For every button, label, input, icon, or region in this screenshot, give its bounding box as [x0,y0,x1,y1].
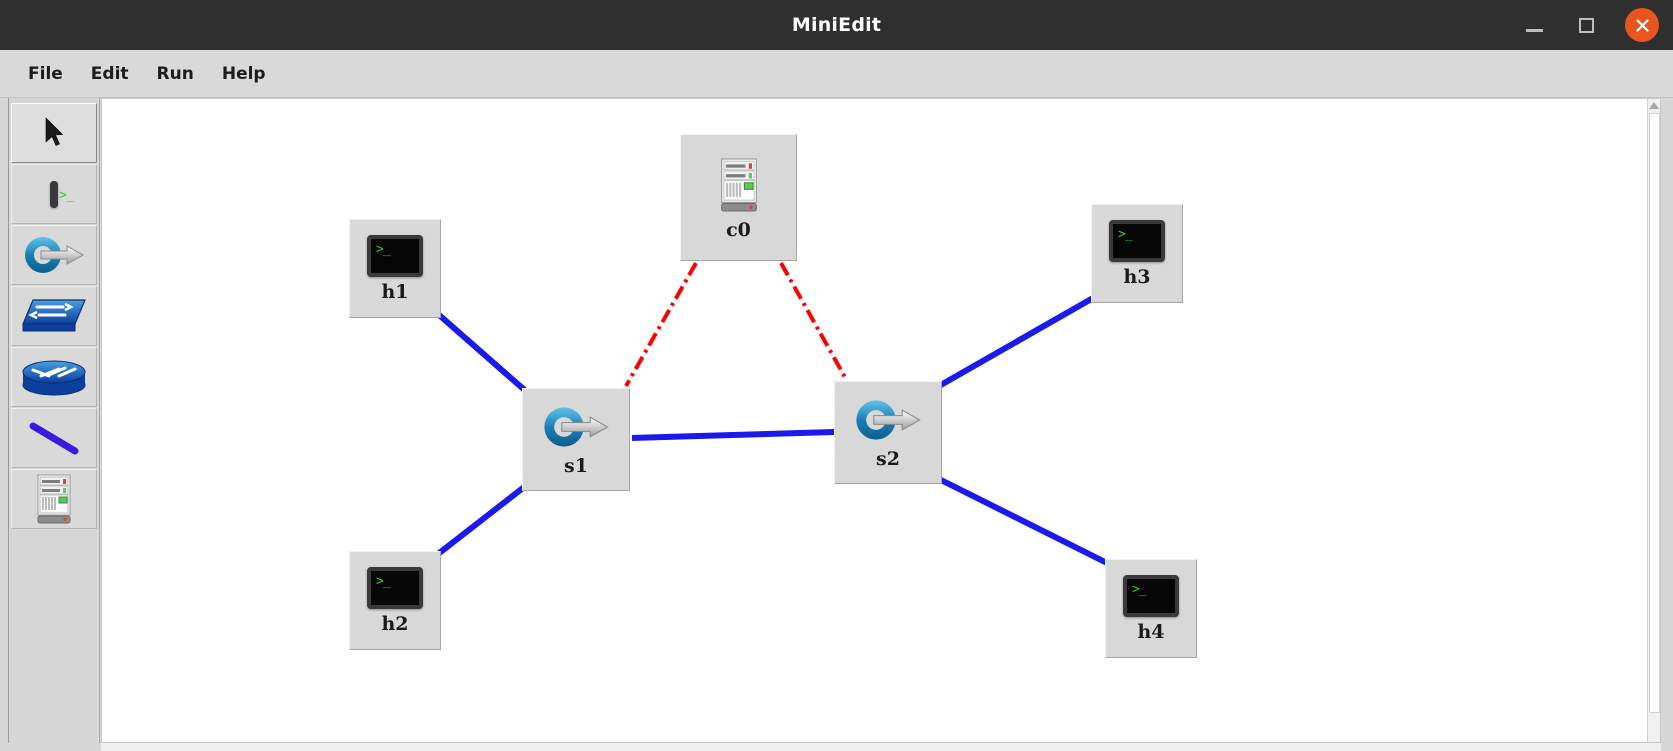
node-label-c0: c0 [726,218,751,241]
maximize-button[interactable] [1573,12,1599,38]
minimize-icon [1525,28,1543,32]
menu-edit[interactable]: Edit [90,63,129,84]
scroll-thumb[interactable] [1649,113,1660,713]
host-terminal-icon [367,566,423,609]
host-terminal-icon [367,234,423,277]
tool-palette [8,98,100,743]
tool-legacy-switch[interactable] [11,286,97,346]
scroll-up-arrow-icon[interactable] [1649,102,1659,109]
openflow-switch-icon [852,396,924,444]
menu-bar: File Edit Run Help [0,50,1673,98]
node-label-s1: s1 [564,454,588,477]
host-terminal-icon [1123,574,1179,617]
canvas-vertical-scrollbar[interactable] [1647,99,1660,742]
node-label-h3: h3 [1123,265,1151,288]
tool-legacy-router[interactable] [11,347,97,407]
menu-file[interactable]: File [28,63,63,84]
tool-link[interactable] [11,408,97,468]
link-line-icon [29,422,79,455]
title-bar: MiniEdit [0,0,1673,50]
link-s2-h3[interactable] [937,295,1095,389]
window-title: MiniEdit [791,14,882,36]
node-s2[interactable]: s2 [834,381,942,484]
tool-controller[interactable] [11,469,97,529]
node-s1[interactable]: s1 [522,388,630,491]
menu-help[interactable]: Help [221,63,266,84]
tool-select[interactable] [11,103,97,163]
node-label-s2: s2 [876,447,900,470]
close-icon [1635,18,1649,32]
canvas-horizontal-scrollbar[interactable] [101,743,1661,751]
link-s2-h4[interactable] [937,476,1109,566]
node-label-h4: h4 [1137,620,1165,643]
topology-links-layer [436,262,1109,566]
select-arrow-icon [45,117,64,146]
node-h2[interactable]: h2 [349,551,441,650]
host-terminal-icon [50,180,58,208]
node-c0[interactable]: c0 [680,134,797,261]
tool-host[interactable] [11,164,97,224]
topology-canvas[interactable]: c0 h1 h3 [101,98,1661,743]
node-label-h1: h1 [381,280,409,303]
openflow-switch-icon [540,403,612,451]
link-h1-s1[interactable] [436,311,530,396]
legacy-switch-icon [22,299,86,332]
node-label-h2: h2 [381,612,409,635]
node-h4[interactable]: h4 [1105,559,1197,658]
openflow-switch-icon [25,237,85,273]
node-h1[interactable]: h1 [349,219,441,318]
node-h3[interactable]: h3 [1091,204,1183,303]
tool-switch[interactable] [11,225,97,285]
close-button[interactable] [1625,8,1659,42]
link-c0-s1[interactable] [624,262,698,387]
menu-run[interactable]: Run [156,63,194,84]
window-controls [1521,0,1665,50]
controller-rack-icon [37,474,71,524]
link-c0-s2[interactable] [779,262,848,380]
link-s1-s2[interactable] [631,429,835,441]
legacy-router-icon [22,360,86,396]
minimize-button[interactable] [1521,12,1547,38]
maximize-icon [1578,17,1594,33]
controller-rack-icon [713,155,765,215]
host-terminal-icon [1109,219,1165,262]
link-h2-s1[interactable] [436,481,530,557]
